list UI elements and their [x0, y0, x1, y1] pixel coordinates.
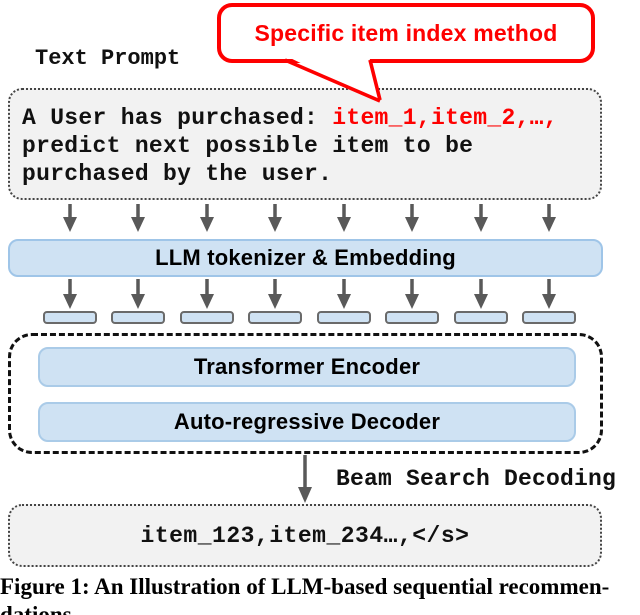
down-arrow-icon [268, 279, 282, 309]
down-arrow-icon [405, 279, 419, 309]
down-arrow-icon [131, 279, 145, 309]
down-arrow-icon [298, 455, 312, 503]
figure-caption-line1: Figure 1: An Illustration of LLM-based s… [0, 574, 610, 599]
token-embedding-rect [111, 311, 165, 324]
down-arrow-icon [131, 204, 145, 232]
figure-caption-line2: dations. [0, 602, 78, 615]
token-embedding-rect [385, 311, 439, 324]
down-arrow-icon [63, 279, 77, 309]
down-arrow-icon [474, 279, 488, 309]
token-embedding-rect [317, 311, 371, 324]
figure-caption: Figure 1: An Illustration of LLM-based s… [0, 573, 640, 615]
text-prompt-box [8, 88, 602, 200]
down-arrow-icon [405, 204, 419, 232]
token-embedding-rect [180, 311, 234, 324]
autoregressive-decoder-box: Auto-regressive Decoder [38, 402, 576, 442]
llm-tokenizer-box: LLM tokenizer & Embedding [8, 239, 603, 277]
prompt-line1-item-indexes: item_1,item_2,…, [332, 105, 558, 131]
beam-search-label: Beam Search Decoding [336, 466, 617, 492]
down-arrow-icon [200, 279, 214, 309]
token-embedding-rect [522, 311, 576, 324]
down-arrow-icon [63, 204, 77, 232]
transformer-encoder-box: Transformer Encoder [38, 347, 576, 387]
text-prompt-content: A User has purchased: item_1,item_2,…, p… [22, 104, 597, 188]
transformer-encoder-label: Transformer Encoder [193, 354, 421, 379]
down-arrow-icon [337, 204, 351, 232]
down-arrow-icon [474, 204, 488, 232]
token-embedding-rect [454, 311, 508, 324]
token-embedding-rect [248, 311, 302, 324]
down-arrow-icon [542, 204, 556, 232]
output-sequence-box: item_123,item_234…,</s> [8, 504, 602, 567]
prompt-line2: predict next possible item to be [22, 133, 474, 159]
callout-bubble: Specific item index method [217, 3, 595, 63]
down-arrow-icon [268, 204, 282, 232]
down-arrow-icon [337, 279, 351, 309]
llm-tokenizer-label: LLM tokenizer & Embedding [155, 245, 456, 270]
prompt-line1-black: A User has purchased: [22, 105, 333, 131]
output-sequence-text: item_123,item_234…,</s> [140, 522, 470, 549]
down-arrow-icon [542, 279, 556, 309]
down-arrow-icon [200, 204, 214, 232]
token-embedding-rect [43, 311, 97, 324]
prompt-section-label: Text Prompt [35, 46, 181, 71]
callout-text: Specific item index method [254, 19, 558, 46]
autoregressive-decoder-label: Auto-regressive Decoder [173, 409, 441, 434]
prompt-line3: purchased by the user. [22, 161, 333, 187]
